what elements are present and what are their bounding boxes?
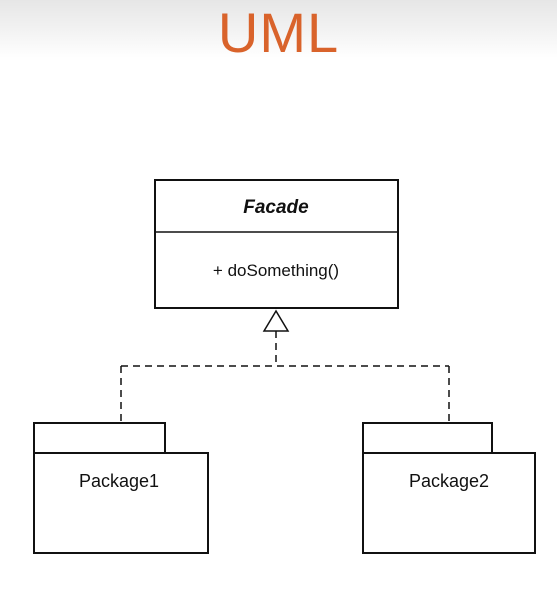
package-2: Package2 [362, 422, 536, 554]
package-1-body [33, 452, 209, 554]
package-1-tab [33, 422, 166, 454]
slide-header-band [0, 0, 557, 58]
package-1: Package1 [33, 422, 209, 554]
slide-title: UML [217, 1, 340, 64]
realization-connectors [120, 331, 450, 423]
package-2-label: Package2 [409, 471, 489, 491]
realization-arrowhead [262, 309, 290, 332]
facade-class: Facade + doSomething() [154, 179, 399, 309]
facade-class-name: Facade [243, 197, 309, 218]
package-2-tab [362, 422, 493, 454]
facade-operation: + doSomething() [213, 261, 339, 280]
package-2-body [362, 452, 536, 554]
package-1-label: Package1 [79, 471, 159, 491]
facade-class-box [154, 179, 399, 309]
